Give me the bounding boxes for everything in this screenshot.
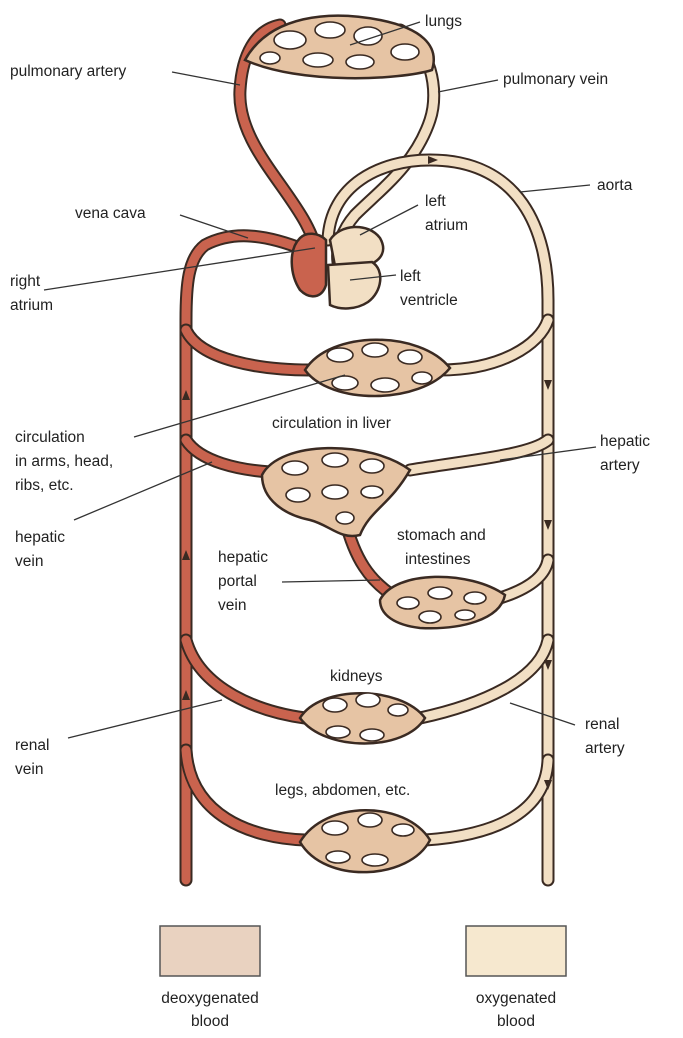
label-hepatic-portal-line1: hepatic (218, 549, 268, 566)
legs-loop-fill-artery (425, 760, 548, 840)
legend-deoxygenated-line1: deoxygenated (161, 990, 258, 1007)
label-circulation-arms-line3: ribs, etc. (15, 477, 74, 494)
label-stomach-line1: stomach and (397, 527, 486, 544)
label-right-atrium-line2: atrium (10, 297, 53, 314)
left-ventricle-shape (328, 262, 380, 308)
label-left-ventricle-line2: ventricle (400, 292, 458, 309)
liver-capillary-bed (262, 448, 410, 536)
label-circulation-liver: circulation in liver (272, 415, 391, 432)
label-left-ventricle-line1: left (400, 268, 421, 285)
label-pulmonary-artery: pulmonary artery (10, 63, 127, 80)
label-left-atrium-line1: left (425, 193, 446, 210)
label-renal-artery-line1: renal (585, 716, 619, 733)
label-circulation-arms-line1: circulation (15, 429, 85, 446)
kidney-capillary-bed (300, 693, 425, 744)
left-atrium-shape (330, 227, 383, 266)
label-hepatic-portal-line2: portal (218, 573, 257, 590)
heart (292, 227, 383, 308)
right-atrium-shape (292, 234, 326, 297)
label-stomach-line2: intestines (405, 551, 471, 568)
legend-deoxygenated-line2: blood (191, 1013, 229, 1030)
label-right-atrium-line1: right (10, 273, 41, 290)
label-vena-cava: vena cava (75, 205, 146, 222)
legs-capillary-bed (300, 810, 430, 872)
label-renal-vein-line2: vein (15, 761, 43, 778)
label-lungs: lungs (425, 13, 462, 30)
label-pulmonary-vein: pulmonary vein (503, 71, 608, 88)
label-hepatic-artery-line2: artery (600, 457, 640, 474)
label-aorta: aorta (597, 177, 633, 194)
legend-oxygenated-line2: blood (497, 1013, 535, 1030)
legend-swatch-oxygenated (466, 926, 566, 976)
label-renal-artery-line2: artery (585, 740, 625, 757)
stomach-capillary-bed (380, 577, 505, 628)
legend-swatch-deoxygenated (160, 926, 260, 976)
label-kidneys: kidneys (330, 668, 383, 685)
label-hepatic-portal-line3: vein (218, 597, 246, 614)
label-renal-vein-line1: renal (15, 737, 49, 754)
arms-capillary-bed (305, 340, 450, 396)
label-hepatic-artery-line1: hepatic (600, 433, 650, 450)
legend-oxygenated-line1: oxygenated (476, 990, 556, 1007)
arms-loop-fill-artery (440, 320, 548, 370)
label-circulation-arms-line2: in arms, head, (15, 453, 113, 470)
label-left-atrium-line2: atrium (425, 217, 468, 234)
label-legs: legs, abdomen, etc. (275, 782, 410, 799)
label-hepatic-vein-line1: hepatic (15, 529, 65, 546)
label-hepatic-vein-line2: vein (15, 553, 43, 570)
legend: deoxygenated blood oxygenated blood (160, 926, 566, 1030)
